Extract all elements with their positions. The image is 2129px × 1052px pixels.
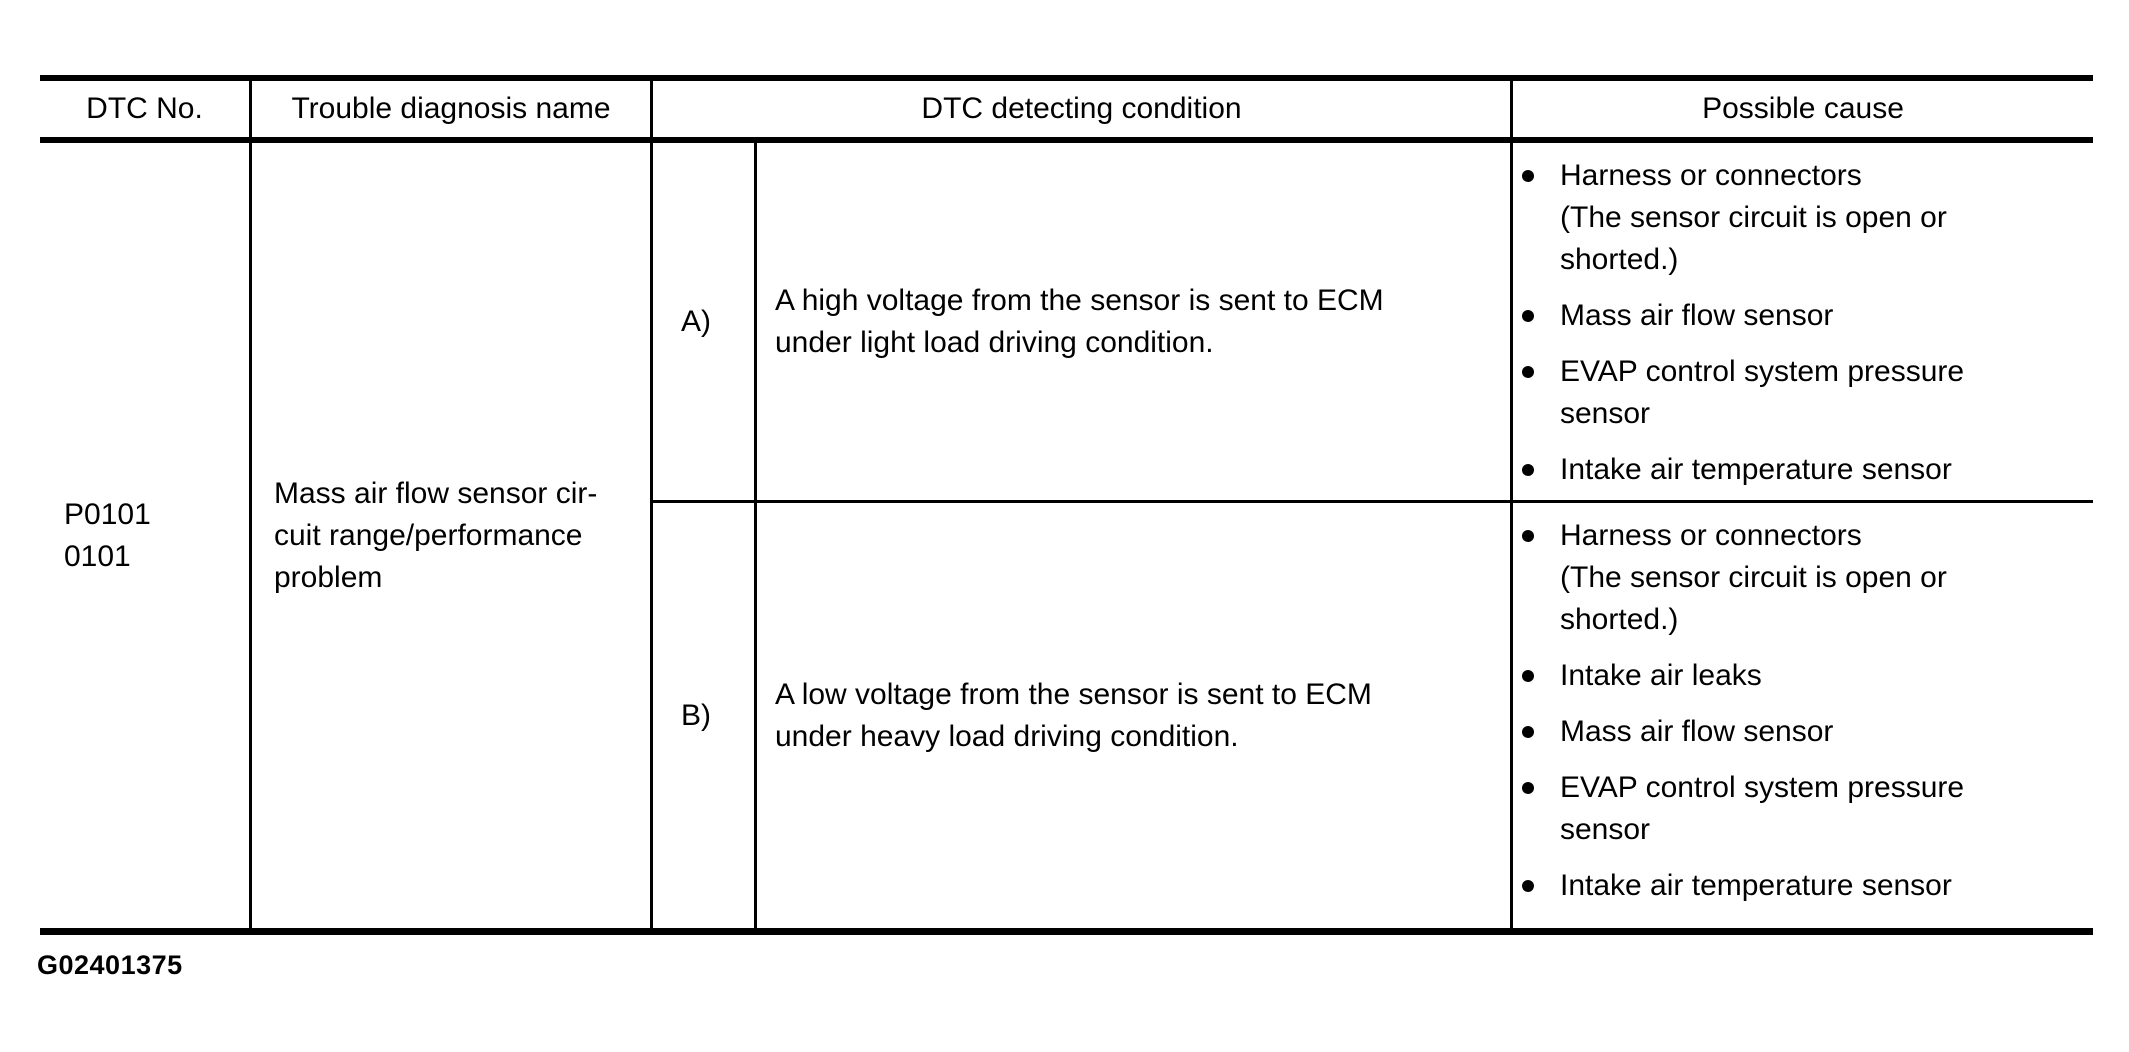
condition-text-b: A low voltage from the sensor is sent to…	[757, 503, 1513, 928]
cause-text: Mass air flow sensor	[1560, 715, 1834, 748]
cause-item: Harness or connectors (The sensor circui…	[1513, 155, 2093, 281]
condition-text-a: A high voltage from the sensor is sent t…	[757, 143, 1513, 500]
cause-text: EVAP control system pressure sensor	[1560, 355, 1965, 430]
condition-row-b: B) A low voltage from the sensor is sent…	[653, 503, 2093, 928]
condition-row-a: A) A high voltage from the sensor is sen…	[653, 143, 2093, 503]
cause-text: Intake air temperature sensor	[1560, 453, 1952, 486]
header-possible-cause: Possible cause	[1702, 92, 1904, 125]
cause-item: Mass air flow sensor	[1513, 295, 2093, 337]
cause-text: Intake air leaks	[1560, 659, 1762, 692]
trouble-name-cell: Mass air flow sensor cir- cuit range/per…	[252, 143, 653, 928]
cause-text: Harness or connectors (The sensor circui…	[1560, 519, 1947, 636]
condition-label-a: A)	[653, 143, 757, 500]
dtc-number-cell: P0101 0101	[40, 143, 252, 928]
table-body-row: P0101 0101 Mass air flow sensor cir- cui…	[40, 143, 2093, 928]
cause-item: Harness or connectors (The sensor circui…	[1513, 515, 2093, 641]
cause-item: EVAP control system pressure sensor	[1513, 767, 2093, 851]
bullet-icon	[1522, 366, 1534, 378]
header-trouble-diagnosis-name: Trouble diagnosis name	[252, 81, 653, 137]
possible-cause-cell-a: Harness or connectors (The sensor circui…	[1513, 143, 2093, 500]
condition-label-b: B)	[653, 503, 757, 928]
header-dtc-no: DTC No.	[40, 81, 252, 137]
figure-code: G02401375	[37, 950, 183, 980]
cause-text: Mass air flow sensor	[1560, 299, 1834, 332]
dtc-table: DTC No. Trouble diagnosis name DTC detec…	[40, 75, 2093, 935]
bullet-icon	[1522, 726, 1534, 738]
table-header-row: DTC No. Trouble diagnosis name DTC detec…	[40, 81, 2093, 143]
possible-cause-cell-b: Harness or connectors (The sensor circui…	[1513, 503, 2093, 928]
causes-list-a: Harness or connectors (The sensor circui…	[1513, 155, 2093, 491]
condition-cause-area: A) A high voltage from the sensor is sen…	[653, 143, 2093, 928]
bullet-icon	[1522, 530, 1534, 542]
cause-text: Harness or connectors (The sensor circui…	[1560, 159, 1947, 276]
bullet-icon	[1522, 464, 1534, 476]
bullet-icon	[1522, 880, 1534, 892]
cause-item: Intake air leaks	[1513, 655, 2093, 697]
cause-item: Mass air flow sensor	[1513, 711, 2093, 753]
header-dtc-detecting-condition: DTC detecting condition	[653, 81, 1513, 137]
cause-item: Intake air temperature sensor	[1513, 449, 2093, 491]
bullet-icon	[1522, 310, 1534, 322]
bullet-icon	[1522, 170, 1534, 182]
cause-text: Intake air temperature sensor	[1560, 869, 1952, 902]
cause-text: EVAP control system pressure sensor	[1560, 771, 1965, 846]
cause-item: EVAP control system pressure sensor	[1513, 351, 2093, 435]
bullet-icon	[1522, 670, 1534, 682]
cause-item: Intake air temperature sensor	[1513, 865, 2093, 907]
causes-list-b: Harness or connectors (The sensor circui…	[1513, 515, 2093, 907]
bullet-icon	[1522, 782, 1534, 794]
